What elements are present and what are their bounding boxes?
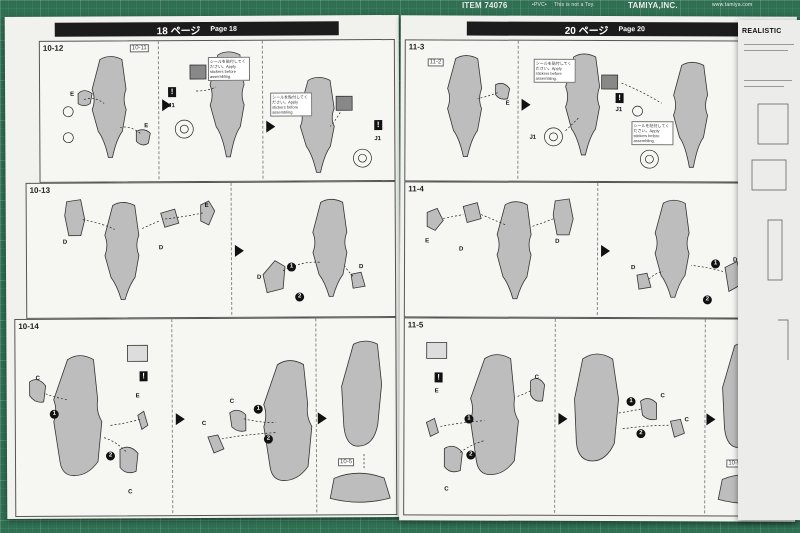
page-en-title: Page 18 [210, 25, 237, 33]
page-en-title: Page 20 [618, 25, 645, 33]
caution-icon: ! [139, 371, 148, 382]
order-marker-2: 2 [702, 295, 712, 305]
caution-icon: ! [434, 372, 443, 383]
part-label: E [70, 91, 75, 98]
part-label: C [128, 489, 133, 496]
part-label: E [434, 388, 439, 395]
thigh-assembly-drawing [29, 340, 391, 503]
order-marker-1: 1 [626, 397, 636, 407]
order-marker-2: 2 [105, 451, 116, 461]
order-marker-1: 1 [464, 414, 474, 424]
sticker-note: シールを貼付してください。Apply stickers before assem… [631, 121, 674, 146]
page-jp-title: 20 ページ [564, 25, 609, 37]
part-label: C [229, 398, 235, 405]
side-page-title: REALISTIC [742, 28, 782, 35]
caution-icon: ! [615, 93, 624, 104]
maker-name: TAMIYA,INC. [628, 1, 678, 10]
caution-icon: ! [168, 87, 177, 98]
sticker-note: シールを貼付してください。Apply stickers before assem… [533, 58, 576, 83]
leg-parts-drawing [426, 198, 744, 300]
leg-assembly-drawing [62, 51, 372, 173]
part-label: E [204, 202, 209, 209]
text-line [744, 50, 788, 51]
pvc-mark: •PVC• [532, 2, 547, 8]
part-label: J1 [168, 103, 175, 110]
step-11-3-panel: 11-3 11-2 ! J1 J1 E シールを貼付してください。Apply [404, 39, 741, 183]
item-number: ITEM 74076 [462, 1, 508, 10]
part-label: D [62, 239, 68, 246]
part-label: D [630, 265, 636, 272]
page-jp-title: 18 ページ [156, 25, 201, 37]
step-ref: 10-5 [338, 458, 355, 467]
toy-warning: This is not a Toy. [554, 2, 595, 8]
part-label: D [733, 257, 738, 264]
text-line [744, 44, 794, 45]
step-11-4-panel: 11-4 1 2 E D D D D [403, 181, 777, 319]
order-marker-1: 1 [711, 259, 721, 269]
part-label: D [257, 274, 262, 281]
part-label: E [135, 393, 140, 400]
part-label: E [505, 100, 510, 107]
step-10-13-panel: 10-13 1 2 D D E D D [25, 180, 397, 319]
leg-parts-drawing [64, 198, 366, 300]
step-10-14-panel: 10-14 1 2 1 [14, 316, 398, 517]
sticker-note: シールを貼付してください。Apply stickers before assem… [207, 56, 251, 81]
part-label: D [555, 238, 560, 245]
part-label: D [358, 264, 364, 271]
sticker-note: シールを貼付してください。Apply stickers before assem… [270, 92, 313, 117]
part-label: C [444, 486, 449, 493]
step-11-5-panel: 11-5 ! 1 2 [403, 317, 779, 517]
order-marker-2: 2 [295, 292, 305, 302]
part-label: J1 [529, 134, 537, 141]
instruction-page-18: 18 ページ Page 18 10-12 10-11 [4, 14, 402, 520]
order-marker-1: 1 [286, 262, 297, 272]
mat-header: ITEM 74076 •PVC• This is not a Toy. TAMI… [392, 0, 800, 14]
part-label: J1 [374, 136, 382, 143]
part-label: E [144, 123, 149, 130]
part-label: C [660, 393, 665, 400]
order-marker-2: 2 [636, 429, 646, 439]
part-label: C [534, 374, 539, 381]
order-marker-1: 1 [253, 404, 263, 414]
page-18-header: 18 ページ Page 18 [54, 21, 339, 37]
order-marker-2: 2 [466, 450, 476, 460]
part-label: J1 [615, 107, 623, 114]
part-label: D [158, 245, 164, 252]
thigh-assembly-drawing [425, 342, 779, 504]
part-label: C [201, 420, 207, 428]
page-20-header: 20 ページ Page 20 [466, 21, 743, 37]
text-line [744, 80, 792, 81]
part-label: C [684, 417, 689, 424]
part-label: D [459, 246, 464, 253]
part-label: E [425, 238, 430, 245]
text-line [744, 86, 784, 87]
maker-url: www.tamiya.com [712, 2, 753, 8]
caution-icon: ! [374, 120, 383, 131]
next-instruction-page: REALISTIC [738, 20, 800, 520]
order-marker-2: 2 [263, 434, 273, 444]
part-label: C [35, 375, 40, 382]
step-10-12-panel: 10-12 10-11 [38, 38, 396, 183]
side-diagram [751, 103, 789, 360]
order-marker-1: 1 [49, 409, 59, 419]
